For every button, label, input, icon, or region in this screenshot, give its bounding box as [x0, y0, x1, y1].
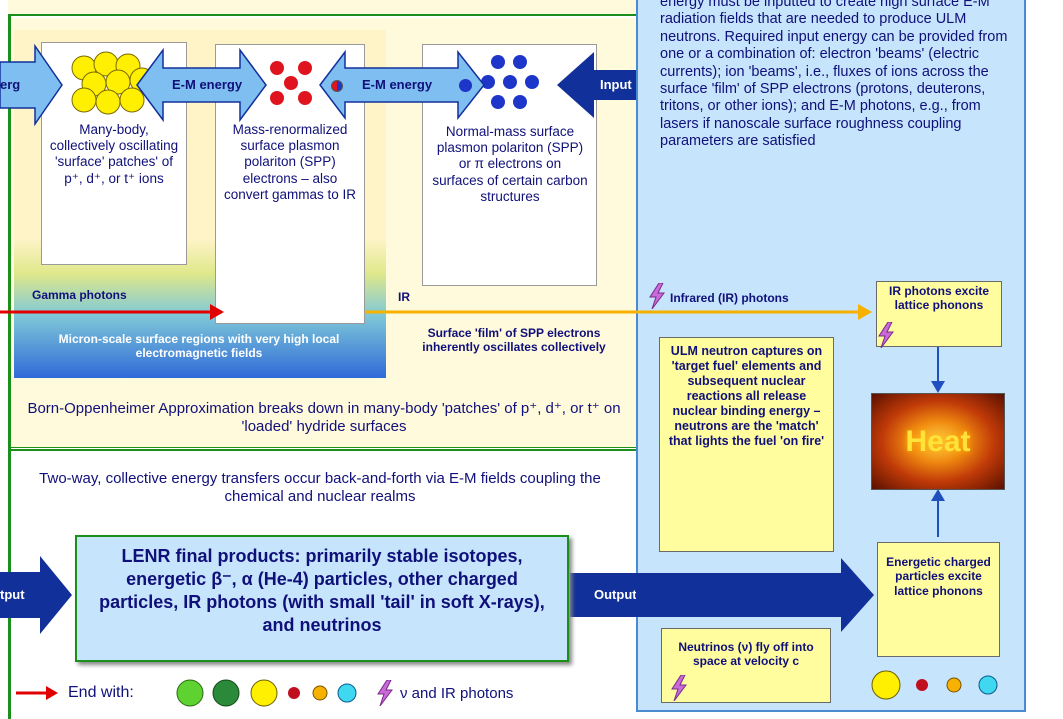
left-arrow-label: erg [0, 77, 21, 92]
born-oppenheimer-text: Born-Oppenheimer Approximation breaks do… [27, 400, 621, 435]
heat-image [871, 393, 1005, 490]
box2-text: Mass-renormalized surface plasmon polari… [223, 122, 357, 202]
final-products-box [75, 535, 569, 662]
left-panel: Many-body, collectively oscillating 'sur… [0, 0, 637, 719]
neutrino-text: Neutrinos (ν) fly off into space at velo… [678, 640, 814, 669]
infrared-label: Infrared (IR) photons [670, 291, 789, 305]
ir-phonons-text: IR photons excite lattice phonons [888, 284, 989, 313]
end-with-tail: ν and IR photons [400, 685, 514, 702]
surface-film-text: Surface 'film' of SPP electrons inherent… [422, 326, 606, 355]
two-way-text: Two-way, collective energy transfers occ… [39, 470, 601, 505]
right-margin [1026, 0, 1063, 719]
output-right-label: Output [594, 587, 637, 602]
lightning-end-icon [375, 679, 395, 707]
mid1-arrow-label: E-M energy [172, 77, 243, 92]
end-products-icons [176, 678, 446, 708]
half-dot [331, 80, 343, 92]
ulm-neutron-box [659, 337, 834, 552]
lightning-ir-icon [876, 321, 896, 349]
heat-label: Heat [905, 425, 971, 458]
blue-dots [480, 54, 540, 114]
neutrino-box [661, 628, 831, 703]
ir-label: IR [398, 290, 410, 304]
right-product-dots [868, 668, 1008, 702]
box1-text: Many-body, collectively oscillating 'sur… [49, 122, 179, 186]
mid2-arrow-label: E-M energy [362, 77, 433, 92]
ulm-neutron-text: ULM neutron captures on 'target fuel' el… [668, 344, 825, 448]
vertical-arrows [931, 347, 945, 537]
energy-input-text: energy must be inputted to create high s… [660, 0, 1008, 150]
ir-phonons-box [876, 281, 1002, 347]
micron-text: Micron-scale surface regions with very h… [58, 332, 340, 361]
gamma-label: Gamma photons [32, 288, 127, 302]
arrows-layer [0, 43, 636, 700]
separator-line [11, 449, 636, 451]
output-arrow-right [636, 558, 874, 632]
red-dots [265, 58, 319, 114]
lightning-infrared-icon [647, 282, 667, 310]
green-divider [8, 0, 11, 719]
box3-text: Normal-mass surface plasmon polariton (S… [432, 124, 588, 204]
top-band [8, 0, 636, 16]
final-products-text: LENR final products: primarily stable is… [99, 546, 545, 636]
output-left-label: tput [0, 587, 25, 602]
input-arrow-label: Input [600, 77, 632, 92]
end-with-label: End with: [68, 684, 134, 701]
lightning-neutrino-icon [669, 674, 689, 702]
energetic-particles-box [877, 542, 1000, 657]
energetic-particles-text: Energetic charged particles excite latti… [886, 555, 991, 598]
ir-arrow-right [636, 304, 872, 320]
blue-dot-small [459, 79, 472, 92]
